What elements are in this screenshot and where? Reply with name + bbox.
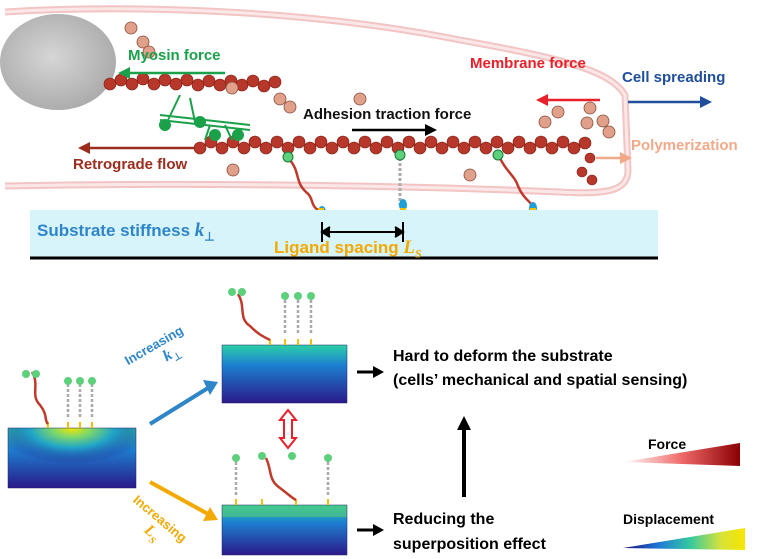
lower-actin-filament: [193, 135, 598, 186]
actin-monomers: [124, 21, 616, 182]
substrate-layer: [30, 210, 658, 258]
myosin-bundle: [159, 94, 251, 141]
cell-spreading-label: Cell spreading: [622, 69, 726, 86]
myosin-force-label: Myosin force: [128, 47, 221, 64]
adhesion-traction-label: Adhesion traction force: [303, 106, 472, 123]
nucleus: [0, 14, 116, 110]
reducing-heading: Reducing the superposition effect: [393, 507, 546, 557]
reducing-line-1: Reducing the: [393, 511, 495, 528]
ligand-spacing-label: Ligand spacing LS: [274, 237, 422, 261]
displacement-gradient-bar: [623, 528, 745, 550]
legend-displacement-label: Displacement: [623, 511, 715, 527]
polymerization-label: Polymerization: [631, 137, 738, 154]
result-heading: Hard to deform the substrate (cells’ mec…: [393, 345, 687, 393]
substrate-block-stiff: [221, 288, 348, 404]
upper-actin-filament: [103, 72, 282, 93]
membrane-force-label: Membrane force: [470, 55, 586, 72]
ligand-spacing-bracket: [320, 222, 405, 242]
result-line-2: (cells’ mechanical and spatial sensing): [393, 372, 688, 389]
force-gradient-bar: [623, 443, 740, 466]
substrate-block-initial: [7, 370, 137, 489]
result-arrows: [357, 366, 471, 536]
result-line-1: Hard to deform the substrate: [393, 348, 613, 365]
substrate-stiffness-label: Substrate stiffness k⊥: [37, 220, 215, 244]
legend-force-label: Force: [648, 436, 687, 452]
retrograde-flow-label: Retrograde flow: [73, 156, 188, 173]
progression-arrows: [148, 380, 218, 521]
compare-double-arrow: [277, 408, 299, 450]
reducing-line-2: superposition effect: [393, 536, 546, 553]
substrate-block-spaced: [221, 452, 348, 556]
force-arrows: [78, 67, 712, 164]
